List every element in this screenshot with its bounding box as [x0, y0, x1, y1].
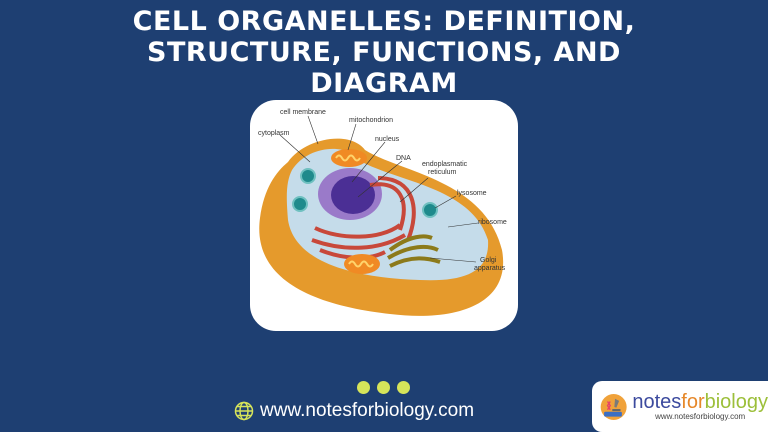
title-line-1: CELL ORGANELLES: DEFINITION, [132, 6, 636, 37]
cell-diagram: cell membrane cytoplasm mitochondrion nu… [258, 109, 507, 316]
dot [377, 381, 390, 394]
logo-url: www.notesforbiology.com [655, 411, 746, 421]
label-golgi-line-1: Golgi [480, 257, 497, 264]
microscope-book-logo-icon [600, 393, 627, 420]
dna-shape [331, 176, 375, 214]
globe-icon [234, 401, 254, 421]
label-golgi-line-2: apparatus [474, 265, 506, 272]
label-cell-membrane: cell membrane [280, 109, 326, 116]
dot [357, 381, 370, 394]
label-nucleus: nucleus [375, 136, 400, 143]
title-line-3: DIAGRAM [310, 68, 458, 99]
brand-logo[interactable]: notesforbiology www.notesforbiology.com [592, 381, 768, 432]
mitochondrion-shape [331, 149, 380, 274]
dot [397, 381, 410, 394]
label-mitochondrion: mitochondrion [349, 117, 393, 124]
logo-name: notesforbiology [632, 392, 768, 412]
label-ribosome: ribosome [478, 219, 507, 226]
label-cytoplasm: cytoplasm [258, 130, 290, 137]
logo-name-part: notes [632, 390, 682, 413]
label-dna: DNA [396, 155, 411, 162]
website-link[interactable]: www.notesforbiology.com [234, 400, 474, 422]
label-er-line-1: endoplasmatic [422, 161, 468, 168]
vesicles-shape [292, 168, 438, 218]
decorative-dots [357, 381, 410, 394]
logo-name-part: for [681, 390, 705, 413]
logo-name-part: biology [704, 390, 768, 413]
website-text: www.notesforbiology.com [260, 400, 475, 421]
title-line-2: STRUCTURE, FUNCTIONS, AND [147, 37, 621, 68]
label-lysosome: lysosome [457, 190, 487, 197]
cell-diagram-card: cell membrane cytoplasm mitochondrion nu… [250, 100, 518, 331]
golgi-apparatus-shape [386, 234, 441, 268]
page-title: CELL ORGANELLES: DEFINITION, STRUCTURE, … [0, 6, 768, 99]
label-er-line-2: reticulum [428, 169, 457, 176]
